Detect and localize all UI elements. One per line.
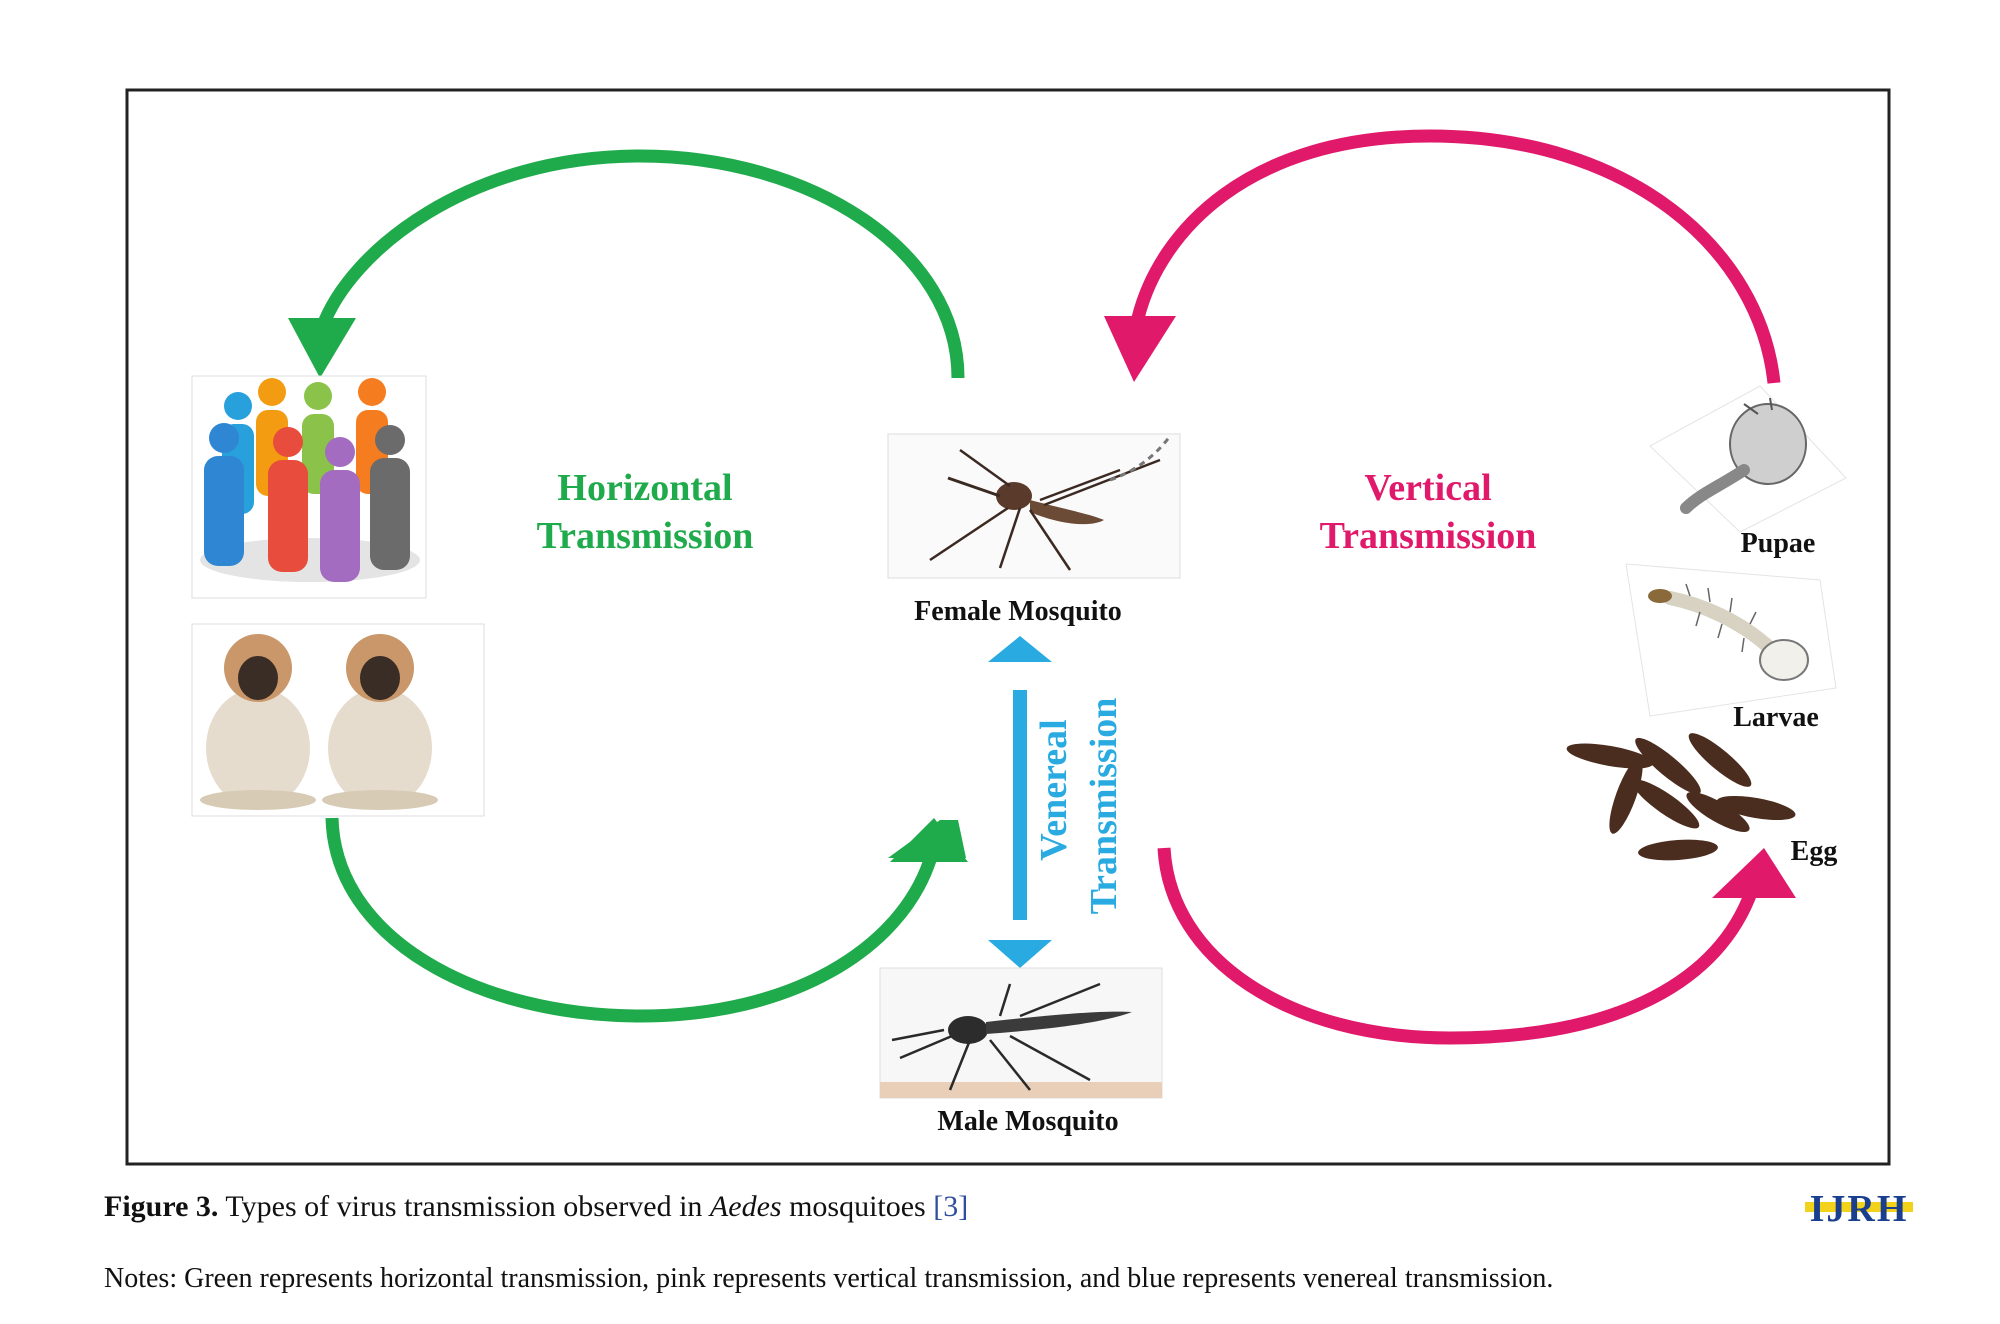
venereal-label-line1: Venereal xyxy=(1033,719,1075,860)
caption-text-2: mosquitoes xyxy=(781,1190,934,1223)
pupae-label: Pupae xyxy=(1741,528,1816,559)
caption-text-1: Types of virus transmission observed in xyxy=(218,1190,710,1223)
egg-image xyxy=(1566,733,1796,861)
egg-label: Egg xyxy=(1791,836,1838,867)
vertical-label-line1: Vertical xyxy=(1364,467,1491,509)
venereal-arrow xyxy=(988,636,1052,968)
horizontal-label-line1: Horizontal xyxy=(557,467,732,509)
figure-number: Figure 3. xyxy=(104,1190,219,1223)
venereal-label-line2: Transmission xyxy=(1083,698,1125,915)
blue-arrowhead-down xyxy=(988,940,1052,968)
pink-arrowhead-bottom xyxy=(1712,848,1796,898)
humans-image xyxy=(191,375,427,599)
female-mosquito-label: Female Mosquito xyxy=(914,596,1122,627)
figure-caption: Figure 3. Types of virus transmission ob… xyxy=(104,1190,1804,1224)
male-mosquito-image xyxy=(879,967,1163,1099)
caption-genus: Aedes xyxy=(709,1190,782,1223)
green-arrowhead-top xyxy=(288,318,356,378)
journal-logo-text: IJRH xyxy=(1810,1188,1909,1228)
monkeys-image xyxy=(191,623,485,817)
pink-arrowhead-top xyxy=(1104,316,1176,382)
journal-logo: IJRH xyxy=(1805,1188,1913,1228)
male-mosquito-label: Male Mosquito xyxy=(937,1106,1118,1137)
horizontal-arrows xyxy=(288,149,968,1023)
citation-link[interactable]: [3] xyxy=(933,1190,969,1223)
pupae-image xyxy=(1649,385,1847,533)
larvae-image xyxy=(1625,563,1837,717)
vertical-arrows xyxy=(1104,129,1796,1045)
figure-notes: Notes: Green represents horizontal trans… xyxy=(104,1263,1554,1294)
horizontal-label-line2: Transmission xyxy=(537,515,754,557)
blue-arrowhead-up xyxy=(988,636,1052,662)
female-mosquito-image xyxy=(887,433,1181,579)
monkey-icon xyxy=(200,634,316,810)
vertical-label-line2: Transmission xyxy=(1320,515,1537,557)
larvae-label: Larvae xyxy=(1733,702,1819,733)
